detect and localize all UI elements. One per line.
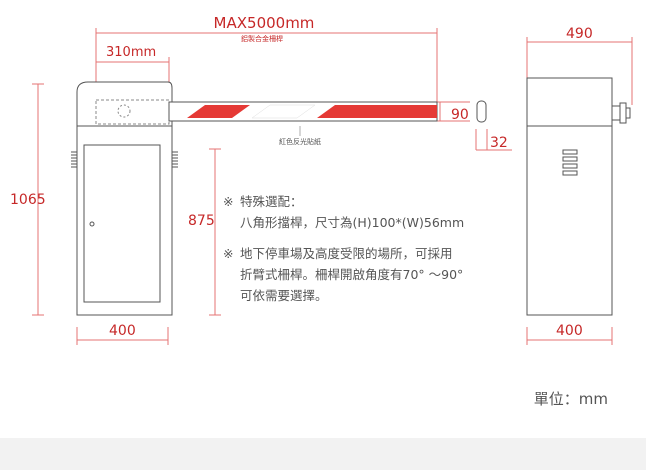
side-depth-label: 490 xyxy=(566,26,593,42)
arm-mount xyxy=(611,102,631,124)
barrier-arm xyxy=(168,101,438,136)
footer-band xyxy=(0,438,646,470)
note-1-line2: 八角形擋桿，尺寸為(H)100*(W)56mm xyxy=(240,215,464,230)
cabinet-height-label: 1065 xyxy=(10,192,46,208)
note-2-line1: 地下停車場及高度受限的場所，可採用 xyxy=(240,246,453,261)
door-height-label: 875 xyxy=(188,213,215,229)
note-2-line2: 折臂式柵桿。柵桿開啟角度有70° ～90° xyxy=(240,267,463,282)
side-cabinet xyxy=(526,77,631,316)
arm-cross-section xyxy=(476,100,487,123)
reflective-sticker-label: 紅色反光貼紙 xyxy=(279,137,321,146)
unit-label: 單位：mm xyxy=(534,390,608,408)
arm-height-label: 90 xyxy=(451,107,469,123)
front-cabinet xyxy=(71,81,178,316)
note-2-line3: 可依需要選擇。 xyxy=(240,288,328,303)
arm-offset-label: 310mm xyxy=(106,45,156,60)
max-length-label: MAX5000mm xyxy=(214,14,315,32)
note-1-line1: 特殊選配： xyxy=(240,194,303,209)
note-2-mark: ※ xyxy=(223,246,233,261)
front-width-label: 400 xyxy=(109,323,136,339)
note-1-mark: ※ xyxy=(223,194,233,209)
dimension-lines xyxy=(32,28,633,345)
arm-thickness-label: 32 xyxy=(490,135,508,151)
arm-material-label: 鋁製合金柵桿 xyxy=(241,34,283,43)
side-width-label: 400 xyxy=(556,323,583,339)
notes: ※ 特殊選配： 八角形擋桿，尺寸為(H)100*(W)56mm ※ 地下停車場及… xyxy=(223,194,464,303)
